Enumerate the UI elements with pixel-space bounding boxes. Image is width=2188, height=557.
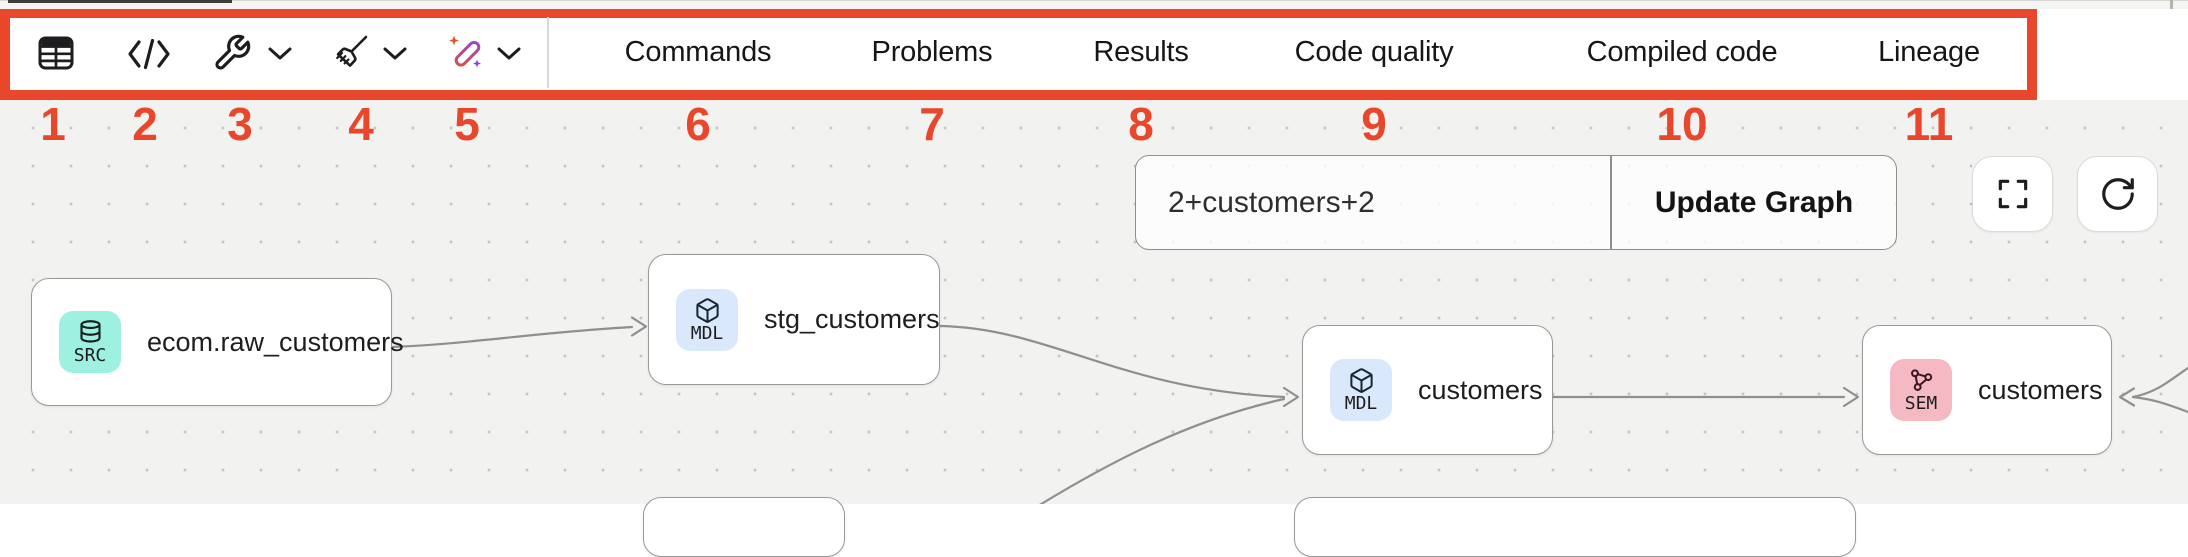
annotation-number-3: 3 (227, 98, 253, 150)
node-type-label: SEM (1904, 393, 1938, 414)
lineage-node-customers-mdl[interactable]: MDL customers (1302, 325, 1553, 455)
database-icon (79, 320, 101, 343)
annotation-number-4: 4 (348, 98, 374, 150)
fullscreen-icon (1998, 179, 2027, 209)
partial-node-bottom-left[interactable] (643, 497, 845, 557)
window-top-strip (0, 0, 2188, 9)
lineage-node-stg-customers[interactable]: MDL stg_customers (648, 254, 940, 385)
node-label: ecom.raw_customers (147, 326, 404, 357)
tab-compiled-code[interactable]: Compiled code (1586, 36, 1778, 68)
chevron-down-icon (497, 47, 521, 60)
toolbar-divider (547, 17, 549, 88)
ai-assist-dropdown-toggle[interactable] (496, 45, 522, 62)
window-top-strip-tick (2170, 0, 2173, 9)
magic-wand-icon (449, 35, 481, 68)
clean-button[interactable] (331, 33, 371, 73)
tab-results[interactable]: Results (1093, 36, 1189, 68)
annotation-number-8: 8 (1128, 98, 1154, 150)
annotation-number-6: 6 (685, 98, 711, 150)
semantic-model-icon (1910, 369, 1932, 391)
node-filter-input[interactable]: 2+customers+2 (1168, 185, 1375, 219)
refresh-icon (2101, 178, 2134, 210)
annotation-number-10: 10 (1656, 98, 1708, 150)
partial-node-bottom-right[interactable] (1294, 497, 1856, 557)
node-label: customers (1978, 374, 2103, 405)
tab-problems[interactable]: Problems (871, 36, 993, 68)
node-type-label: MDL (1344, 393, 1378, 414)
broom-icon (336, 35, 368, 67)
lineage-node-customers-sem[interactable]: SEM customers (1862, 325, 2112, 455)
code-icon (128, 38, 170, 70)
ai-assist-button[interactable] (447, 33, 487, 73)
lineage-node-ecom-raw-customers[interactable]: SRC ecom.raw_customers (31, 278, 404, 406)
table-button[interactable] (36, 33, 76, 73)
annotation-number-11: 11 (1904, 98, 1954, 150)
chevron-down-icon (268, 47, 292, 60)
node-type-badge: MDL (676, 288, 738, 351)
annotation-number-7: 7 (919, 98, 945, 150)
clean-dropdown-toggle[interactable] (382, 45, 408, 62)
annotation-number-2: 2 (132, 98, 158, 150)
table-icon (38, 36, 74, 70)
cube-icon (1349, 368, 1373, 393)
annotation-number-1: 1 (40, 98, 66, 150)
node-type-badge: SRC (59, 311, 121, 373)
wrench-icon (215, 34, 251, 70)
node-type-label: MDL (690, 322, 724, 344)
node-label: stg_customers (764, 304, 940, 334)
node-type-label: SRC (73, 345, 107, 366)
chevron-down-icon (383, 47, 407, 60)
node-label: customers (1418, 374, 1543, 405)
fix-button[interactable] (212, 33, 252, 73)
code-button[interactable] (126, 38, 172, 70)
update-graph-button[interactable]: Update Graph (1654, 185, 1854, 219)
tab-code-quality[interactable]: Code quality (1294, 36, 1454, 68)
lineage-filter-bar: 2+customers+2 Update Graph (1135, 155, 1897, 250)
tab-lineage[interactable]: Lineage (1878, 36, 1980, 68)
tab-commands[interactable]: Commands (624, 36, 772, 68)
window-top-strip-highlight (8, 0, 232, 3)
refresh-button[interactable] (2077, 156, 2158, 232)
cube-icon (695, 297, 719, 323)
filter-bar-divider (1610, 156, 1612, 249)
annotation-number-5: 5 (454, 98, 480, 150)
fullscreen-button[interactable] (1972, 156, 2053, 232)
node-type-badge: MDL (1330, 359, 1392, 421)
annotation-number-9: 9 (1361, 98, 1387, 150)
fix-dropdown-toggle[interactable] (267, 45, 293, 62)
node-type-badge: SEM (1890, 359, 1952, 421)
